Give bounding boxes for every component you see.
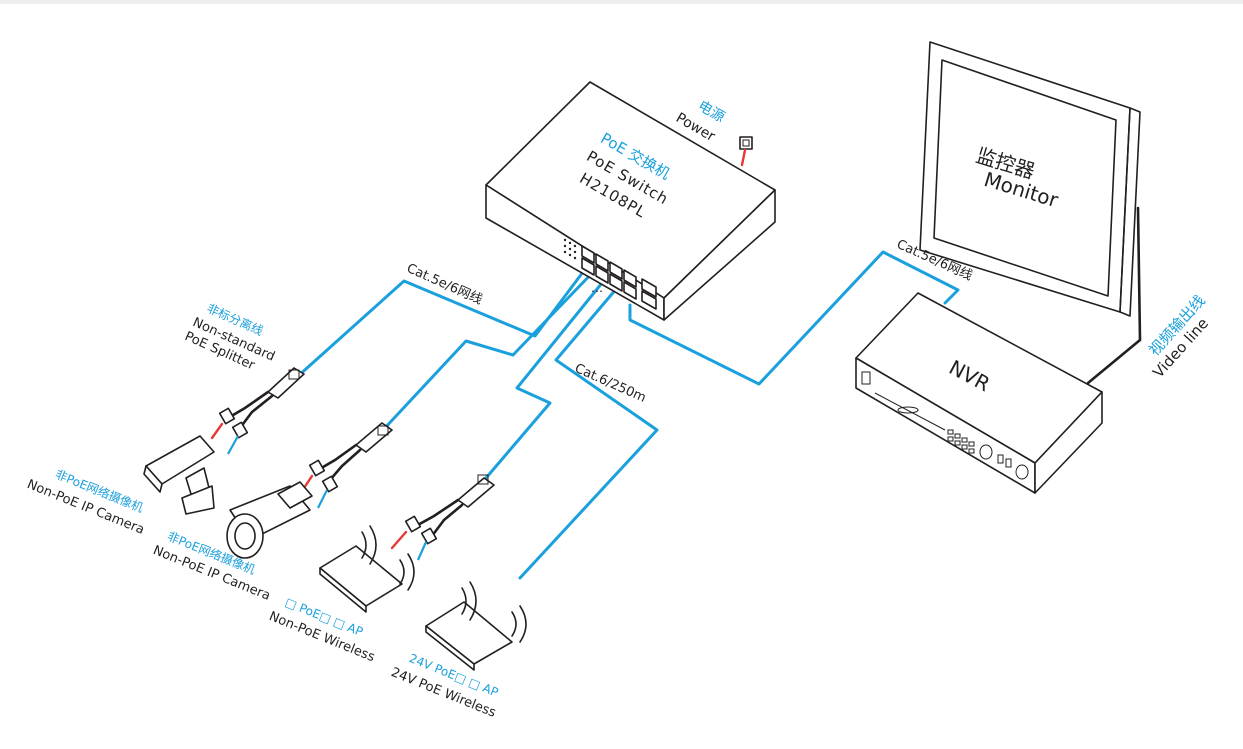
power-jack [739,136,753,150]
cable-switch-to-splitter3 [478,276,608,487]
splitter-1 [226,367,305,430]
cable-switch-to-splitter2 [381,266,599,432]
power-cable [740,148,747,167]
switch-port-ellipsis: … [591,281,603,295]
ap-2 [425,581,527,671]
ap-1 [319,515,438,613]
camera-1 [143,407,249,515]
splitter-2 [316,422,393,482]
cable-switch-to-splitter1 [295,258,594,379]
nvr-side [1034,391,1103,494]
switch-leds [563,238,577,260]
monitor-screen [933,59,1117,297]
nvr-knob [979,444,993,460]
network-cables [295,250,960,580]
nvr-buttons [947,429,975,454]
top-border [0,0,1243,4]
cable-switch-to-nvr [628,250,960,386]
splitter-3 [414,474,495,538]
monitor [919,41,1141,317]
switch-side [663,189,776,321]
camera-2 [226,459,339,559]
video-line-cable [1086,206,1142,385]
poe-switch [485,81,776,321]
cable-switch-to-ap2 [518,286,659,580]
nvr-usb-port [861,371,871,385]
switch-ports [581,245,657,310]
nvr-device [855,292,1103,494]
